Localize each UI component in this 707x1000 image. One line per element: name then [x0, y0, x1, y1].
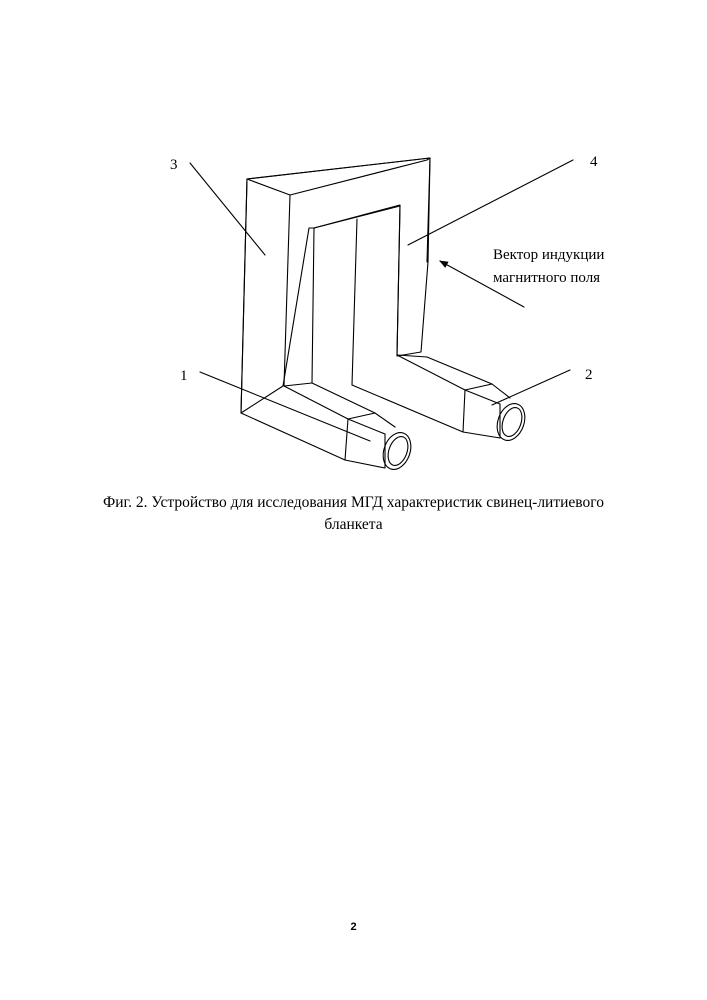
leader-line-1: [200, 372, 370, 441]
magnetic-field-label-line1: Вектор индукции: [493, 244, 604, 267]
front-face-outline: [241, 158, 430, 413]
figure-caption-line1: Фиг. 2. Устройство для исследования МГД …: [40, 492, 667, 514]
page-number: 2: [0, 921, 707, 933]
top-face: [247, 158, 430, 195]
figure-caption-line2: бланкета: [40, 514, 667, 536]
magnetic-field-label-line2: магнитного поля: [493, 267, 604, 290]
label-number-3: 3: [170, 156, 178, 174]
label-number-1: 1: [180, 367, 188, 385]
label-number-4: 4: [590, 153, 598, 171]
leader-line-2: [492, 370, 570, 405]
magnetic-field-label: Вектор индукции магнитного поля: [493, 244, 604, 290]
label-number-2: 2: [585, 366, 593, 384]
leader-line-3: [190, 163, 265, 255]
nozzle-1: [345, 413, 416, 473]
figure-caption: Фиг. 2. Устройство для исследования МГД …: [40, 492, 667, 536]
leader-line-4: [408, 160, 573, 245]
